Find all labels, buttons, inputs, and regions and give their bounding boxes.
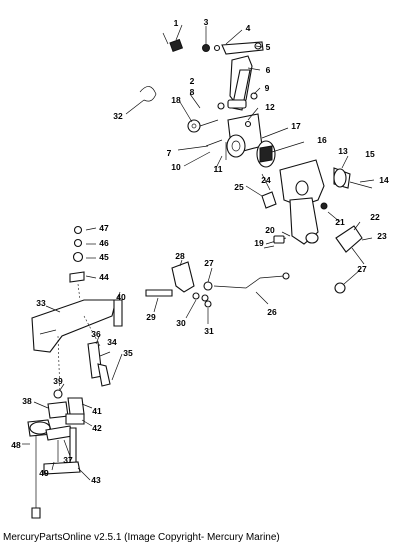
callout-36: 36 (91, 329, 101, 339)
callout-5: 5 (266, 42, 271, 52)
callout-28: 28 (175, 251, 185, 261)
callout-31: 31 (204, 326, 214, 336)
callout-44: 44 (99, 272, 109, 282)
callout-10: 10 (171, 162, 181, 172)
callout-34: 34 (107, 337, 117, 347)
callout-27: 27 (204, 258, 214, 268)
callout-43: 43 (91, 475, 101, 485)
callout-16: 16 (317, 135, 327, 145)
callout-11: 11 (214, 164, 223, 174)
callout-30: 30 (176, 318, 186, 328)
lower-linkage (22, 225, 123, 519)
callout-42: 42 (92, 423, 102, 433)
callout-20: 20 (265, 225, 275, 235)
callout-8: 8 (190, 87, 195, 97)
callout-47: 47 (99, 223, 109, 233)
parts-diagram: 1 2 3 4 5 6 7 8 9 10 11 12 13 14 15 16 1… (11, 17, 389, 519)
callout-33: 33 (36, 298, 46, 308)
callout-15: 15 (365, 149, 375, 159)
callout-39: 39 (53, 376, 63, 386)
callout-27b: 27 (357, 264, 367, 274)
callout-9: 9 (265, 83, 270, 93)
link-rod (145, 259, 290, 324)
callout-49: 49 (39, 468, 49, 478)
bracket-assembly (245, 155, 375, 294)
callout-37: 37 (63, 455, 73, 465)
callout-32: 32 (113, 111, 123, 121)
callout-48: 48 (11, 440, 21, 450)
copyright-footer: MercuryPartsOnline v2.5.1 (Image Copyrig… (3, 532, 280, 543)
callout-13: 13 (338, 146, 348, 156)
callout-38: 38 (22, 396, 32, 406)
callout-14: 14 (379, 175, 389, 185)
callout-21: 21 (335, 217, 345, 227)
callout-4: 4 (246, 23, 251, 33)
callout-6: 6 (266, 65, 271, 75)
callout-40: 40 (116, 292, 126, 302)
callout-23: 23 (377, 231, 387, 241)
callout-35: 35 (123, 348, 133, 358)
callout-46: 46 (99, 238, 109, 248)
callout-12: 12 (265, 102, 275, 112)
callout-41: 41 (92, 406, 102, 416)
callout-2: 2 (190, 76, 195, 86)
callout-1: 1 (174, 18, 179, 28)
throttle-arm-assembly (125, 24, 305, 169)
callout-18: 18 (171, 95, 181, 105)
callout-45: 45 (99, 252, 109, 262)
callout-3: 3 (204, 17, 209, 27)
callout-26: 26 (267, 307, 277, 317)
callout-17: 17 (291, 121, 301, 131)
callout-19: 19 (254, 238, 264, 248)
callout-labels: 1 2 3 4 5 6 7 8 9 10 11 12 13 14 15 16 1… (11, 17, 389, 485)
callout-29: 29 (146, 312, 156, 322)
callout-24: 24 (261, 175, 271, 185)
callout-22: 22 (370, 212, 380, 222)
callout-25: 25 (234, 182, 244, 192)
callout-7: 7 (167, 148, 172, 158)
